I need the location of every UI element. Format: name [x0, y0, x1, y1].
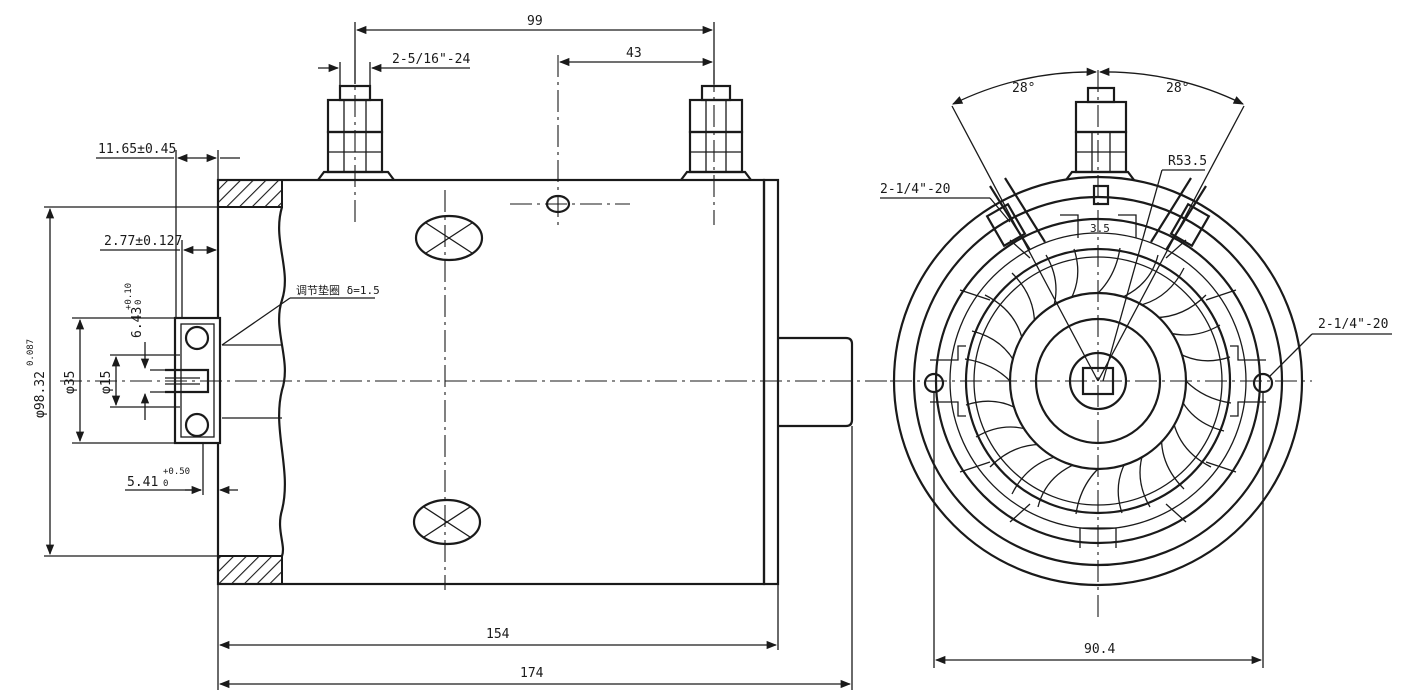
dim-body-length: 154 [486, 627, 510, 642]
dim-end-thread-left: 2-1/4"-20 [880, 182, 950, 197]
bearing-ball-top [184, 325, 210, 351]
terminal-left [317, 84, 395, 181]
dim-shaft-key: 6.43 [130, 307, 145, 338]
end-view: 28° 28° R53.5 3.5 2-1/4"-20 2-1/4"-20 90… [880, 67, 1392, 668]
dim-flange-thickness: 11.65±0.45 [98, 142, 176, 157]
output-shaft [778, 336, 854, 428]
dim-end-slot: 3.5 [1090, 222, 1110, 235]
end-terminal [1065, 86, 1135, 206]
motor-housing [216, 178, 766, 586]
dim-end-angle-left: 28° [1012, 81, 1035, 96]
flange-hatch-bottom [217, 555, 283, 585]
dim-total-length: 174 [520, 666, 544, 681]
dim-end-width: 90.4 [1084, 642, 1115, 657]
end-cap-ring [762, 178, 780, 586]
dim-terminal-offset: 43 [626, 46, 642, 61]
flange-hatch-top [217, 179, 283, 208]
dim-dia-15: φ15 [99, 371, 114, 394]
angled-bolt-left [985, 177, 1046, 251]
cross-bolt-top [414, 214, 484, 262]
dim-end-thread-right: 2-1/4"-20 [1318, 317, 1388, 332]
terminal-right [680, 84, 752, 181]
dim-shaft-key-sup-a: +0.10 [124, 283, 134, 310]
cross-bolt-bottom [412, 498, 482, 546]
mount-hole-right [1252, 372, 1274, 394]
dim-bearing-width: 2.77±0.127 [104, 234, 182, 249]
dim-dia-98-sup: 0.087 [26, 339, 36, 366]
break-line [278, 206, 286, 557]
dim-dia-35: φ35 [63, 371, 78, 394]
dim-bottom-step-sup-b: 0 [163, 479, 168, 489]
bearing-ball-bottom [184, 412, 210, 438]
dim-terminal-thread: 2-5/16"-24 [392, 52, 470, 67]
dim-top-span: 99 [527, 14, 543, 29]
dim-shaft-key-sup-b: 0 [134, 300, 144, 305]
dim-bottom-step-sup-a: +0.50 [163, 467, 190, 477]
dim-end-angle-right: 28° [1166, 81, 1189, 96]
mount-hole-left [923, 372, 945, 394]
dim-bottom-step: 5.41 [127, 475, 158, 490]
dim-end-radius: R53.5 [1168, 154, 1207, 169]
note-gasket: 调节垫圈 δ=1.5 [296, 283, 380, 297]
side-view: 99 43 2-5/16"-24 11.65±0.45 φ98.32 0.087… [26, 14, 905, 690]
dim-dia-98: φ98.32 [33, 371, 48, 418]
